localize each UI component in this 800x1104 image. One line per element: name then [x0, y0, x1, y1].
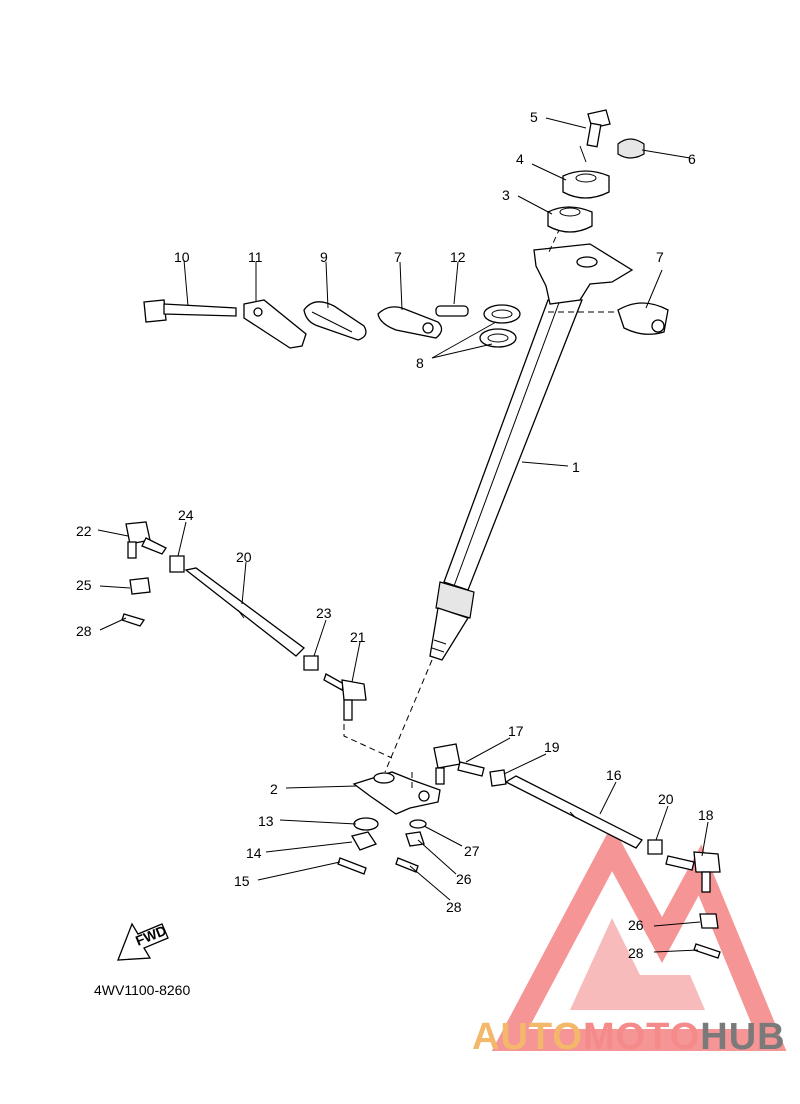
callout-28-left: 28 [76, 623, 92, 639]
bushings [479, 304, 521, 348]
callout-8: 8 [416, 355, 424, 371]
watermark-text-hub: HUB [700, 1016, 786, 1058]
cap [617, 138, 645, 159]
watermark-text-moto: MOTO [582, 1016, 701, 1058]
callout-23: 22 [76, 523, 92, 539]
callout-19: 19 [544, 739, 560, 755]
callout-21: 20 [236, 549, 252, 565]
callout-26-right: 26 [628, 917, 644, 933]
tie-rod-right [433, 743, 721, 959]
callout-26-left: 25 [76, 577, 92, 593]
callout-25: 24 [178, 507, 194, 523]
callout-5: 5 [530, 109, 538, 125]
callout-2: 2 [270, 781, 278, 797]
part-code: 4WV1100-8260 [94, 982, 191, 998]
watermark-text: AUTOMOTOHUB [472, 1016, 786, 1059]
callout-12: 12 [450, 249, 466, 265]
callout-7-left: 7 [394, 249, 402, 265]
callout-3: 3 [502, 187, 510, 203]
callout-18: 18 [698, 807, 714, 823]
callout-11: 11 [248, 249, 263, 265]
callout-24: 23 [316, 605, 332, 621]
callout-13: 13 [258, 813, 274, 829]
callout-7-right: 7 [656, 249, 664, 265]
lock-plate [243, 299, 307, 349]
callout-16: 16 [606, 767, 622, 783]
pitman-arm [352, 771, 441, 815]
callout-1: 1 [572, 459, 580, 475]
callout-numbers: 5 4 3 6 7 1 10 11 9 7 12 8 22 25 28 24 2… [76, 109, 714, 961]
callout-27: 27 [464, 843, 480, 859]
watermark-text-auto: AUTO [472, 1016, 583, 1058]
clamp-left [377, 306, 443, 339]
callout-28-center: 28 [446, 899, 462, 915]
washer-nut-pin-left [337, 817, 379, 875]
shaft-bracket [533, 227, 640, 313]
callout-10: 10 [174, 249, 190, 265]
callout-22: 21 [350, 629, 366, 645]
callout-6: 6 [688, 151, 696, 167]
callout-9: 9 [320, 249, 328, 265]
clip [303, 301, 367, 341]
collar-upper [562, 170, 610, 199]
callout-14: 14 [246, 845, 262, 861]
callout-28-right: 28 [628, 945, 644, 961]
washer-nut-pin-center [395, 819, 427, 873]
steering-shaft [384, 299, 583, 773]
callout-26-center: 26 [456, 871, 472, 887]
long-bolt [143, 299, 237, 323]
watermark-logo [491, 824, 787, 1051]
callout-4: 4 [516, 151, 524, 167]
tie-rod-left [121, 521, 393, 759]
leader-lines [97, 117, 709, 953]
callout-17: 17 [508, 723, 524, 739]
callout-20: 20 [658, 791, 674, 807]
fwd-arrow-icon: FWD [117, 922, 169, 961]
clamp-right [617, 302, 669, 335]
pin [435, 305, 469, 317]
callout-15: 15 [234, 873, 250, 889]
collar-lower [547, 206, 593, 233]
bolt-top [579, 109, 611, 163]
